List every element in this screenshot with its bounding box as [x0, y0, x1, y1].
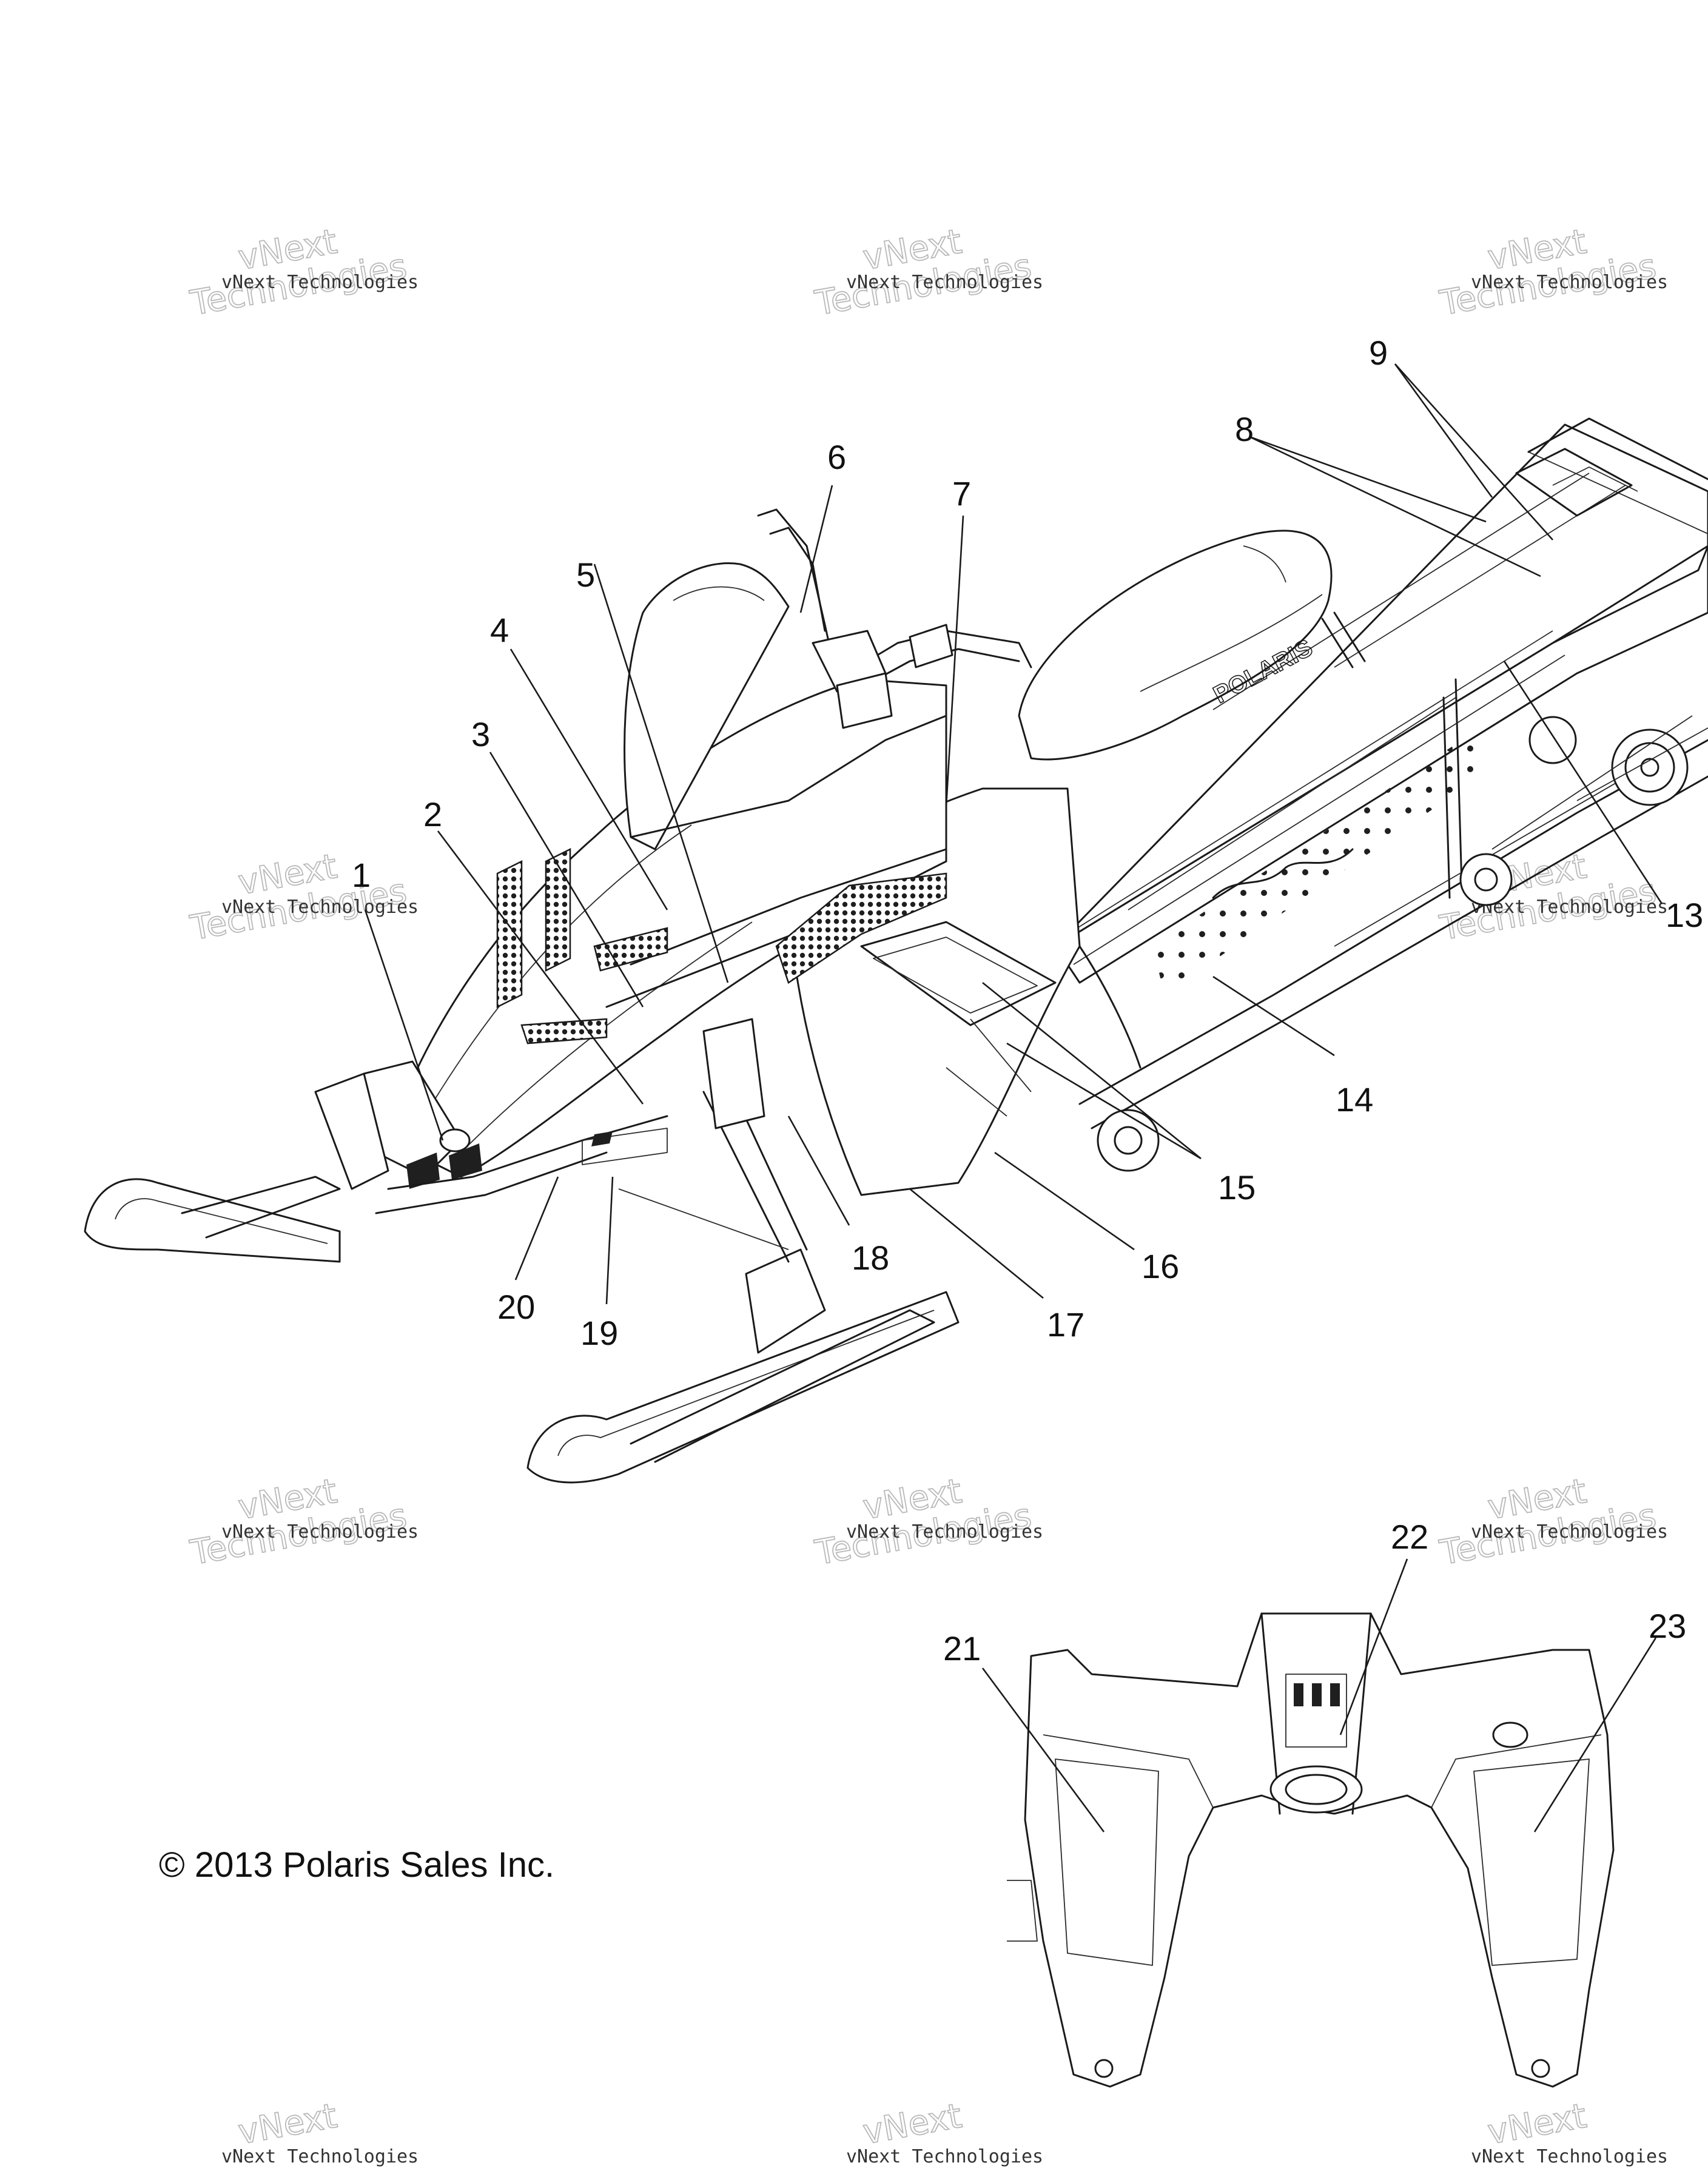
callout-18: 18	[852, 1239, 889, 1277]
watermark-text: vNext Technologies	[846, 2146, 1043, 2167]
callout-7: 7	[952, 474, 971, 513]
callouts: 1 2 3 4 5 6 7 8 9 13 14 15 16 17 18 19 2…	[352, 334, 1703, 1668]
watermark-text: vNext Technologies	[221, 2146, 419, 2167]
watermark-text: vNext Technologies	[846, 272, 1043, 293]
leader-lines	[364, 363, 1663, 1832]
watermark: vNext Technologies	[187, 221, 410, 324]
callout-9: 9	[1369, 334, 1388, 372]
watermark-text: vNext Technologies	[846, 1521, 1043, 1543]
hood	[363, 562, 947, 1214]
skis	[84, 1018, 960, 1484]
callout-15: 15	[1218, 1168, 1256, 1206]
watermark-text: vNext Technologies	[1471, 272, 1668, 293]
watermark-outline-1: vNext	[235, 2096, 340, 2152]
callout-3: 3	[471, 715, 490, 753]
watermark-text: vNext Technologies	[221, 1521, 419, 1543]
handlebar	[757, 508, 1032, 729]
watermark: vNext Technologies	[1436, 1471, 1659, 1573]
callout-23: 23	[1649, 1607, 1686, 1645]
watermark: vNext	[235, 2096, 340, 2153]
cowl-detail	[1007, 1612, 1615, 2088]
watermark-text: vNext Technologies	[221, 272, 419, 293]
watermark-text: vNext Technologies	[221, 897, 419, 918]
watermark: vNext Technologies	[812, 1471, 1035, 1573]
tunnel	[1054, 417, 1708, 1172]
callout-19: 19	[580, 1314, 618, 1352]
watermark: vNext Technologies	[187, 1471, 410, 1573]
watermark: vNext	[1484, 2096, 1590, 2153]
callout-5: 5	[576, 556, 595, 594]
watermark-text: vNext Technologies	[1471, 1521, 1668, 1543]
callout-17: 17	[1047, 1305, 1084, 1344]
watermark-outline-1: vNext	[1485, 2096, 1589, 2152]
watermark: vNext	[859, 2096, 965, 2153]
copyright-notice: © 2013 Polaris Sales Inc.	[159, 1845, 554, 1885]
snowmobile-drawing: POLARIS	[84, 417, 1708, 1484]
watermark: vNext Technologies	[812, 221, 1035, 324]
callout-13: 13	[1666, 896, 1703, 934]
callout-16: 16	[1141, 1247, 1179, 1285]
callout-2: 2	[423, 795, 442, 833]
watermark-text: vNext Technologies	[1471, 2146, 1668, 2167]
callout-6: 6	[827, 438, 846, 476]
callout-14: 14	[1336, 1080, 1373, 1119]
watermark-outline-1: vNext	[860, 2096, 964, 2152]
watermark: vNext Technologies	[1436, 221, 1659, 324]
watermark: vNext Technologies	[187, 846, 410, 949]
watermark-text: vNext Technologies	[1471, 897, 1668, 918]
callout-22: 22	[1391, 1518, 1428, 1556]
callout-1: 1	[352, 856, 371, 894]
callout-20: 20	[497, 1288, 535, 1326]
callout-8: 8	[1235, 410, 1254, 448]
callout-21: 21	[943, 1629, 981, 1668]
callout-4: 4	[490, 611, 509, 649]
